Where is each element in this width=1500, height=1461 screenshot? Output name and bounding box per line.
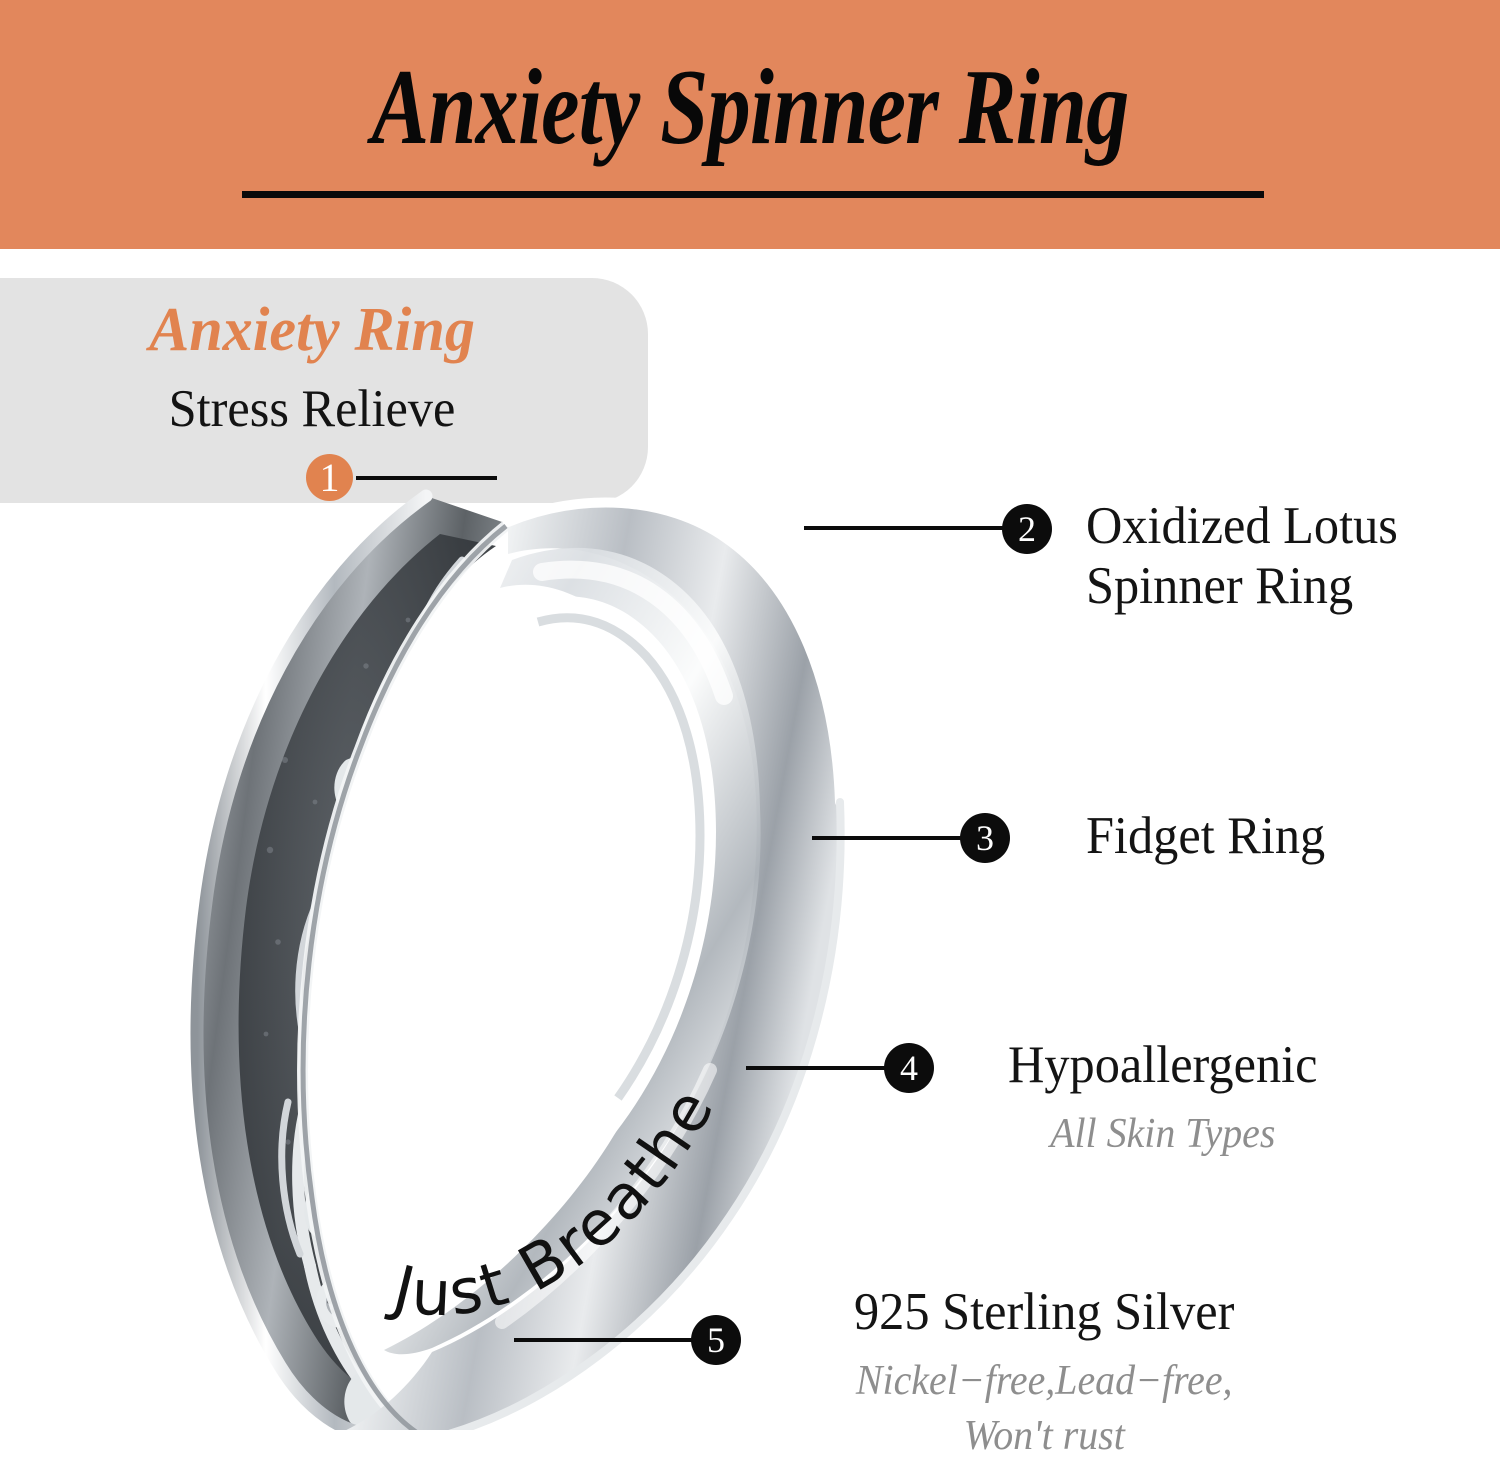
- info-panel-heading: Anxiety Ring: [149, 296, 475, 364]
- callout-sublabel-4: All Skin Types: [1050, 1111, 1276, 1158]
- callout-leader-line-3: [812, 836, 962, 840]
- callout-label-2: Oxidized Lotus Spinner Ring: [1086, 496, 1398, 617]
- callout-label-4-line-1: Hypoallergenic: [1008, 1036, 1318, 1094]
- info-panel-subheading: Stress Relieve: [168, 380, 456, 438]
- callout-label-3-line-1: Fidget Ring: [1086, 807, 1326, 865]
- callout-label-4: Hypoallergenic All Skin Types: [1008, 1035, 1317, 1160]
- callout-badge-4[interactable]: 4: [884, 1043, 934, 1093]
- callout-label-2-line-1: Oxidized Lotus: [1086, 497, 1398, 555]
- callout-label-5-line-1: 925 Sterling Silver: [854, 1283, 1235, 1341]
- callout-leader-line-2: [804, 526, 1004, 530]
- product-ring-image: Just Breathe: [110, 430, 900, 1430]
- title-underline: [242, 191, 1264, 198]
- callout-badge-3[interactable]: 3: [960, 813, 1010, 863]
- callout-leader-line-4: [746, 1066, 886, 1070]
- page-title: Anxiety Spinner Ring: [371, 48, 1129, 167]
- header-banner: Anxiety Spinner Ring: [0, 0, 1500, 249]
- callout-sublabel-5-line-2: Won't rust: [963, 1412, 1125, 1459]
- callout-label-2-line-2: Spinner Ring: [1086, 557, 1354, 616]
- callout-leader-line-5: [514, 1338, 694, 1342]
- callout-sublabel-5-line-1: Nickel−free,Lead−free,: [855, 1358, 1233, 1405]
- callout-leader-line-1: [356, 476, 497, 480]
- callout-badge-1[interactable]: 1: [306, 454, 353, 501]
- polished-engraved-band: [300, 497, 845, 1430]
- callout-label-5: 925 Sterling Silver Nickel−free,Lead−fre…: [854, 1282, 1234, 1461]
- callout-label-3: Fidget Ring: [1086, 806, 1325, 866]
- callout-badge-5[interactable]: 5: [691, 1315, 741, 1365]
- callout-badge-2[interactable]: 2: [1002, 504, 1052, 554]
